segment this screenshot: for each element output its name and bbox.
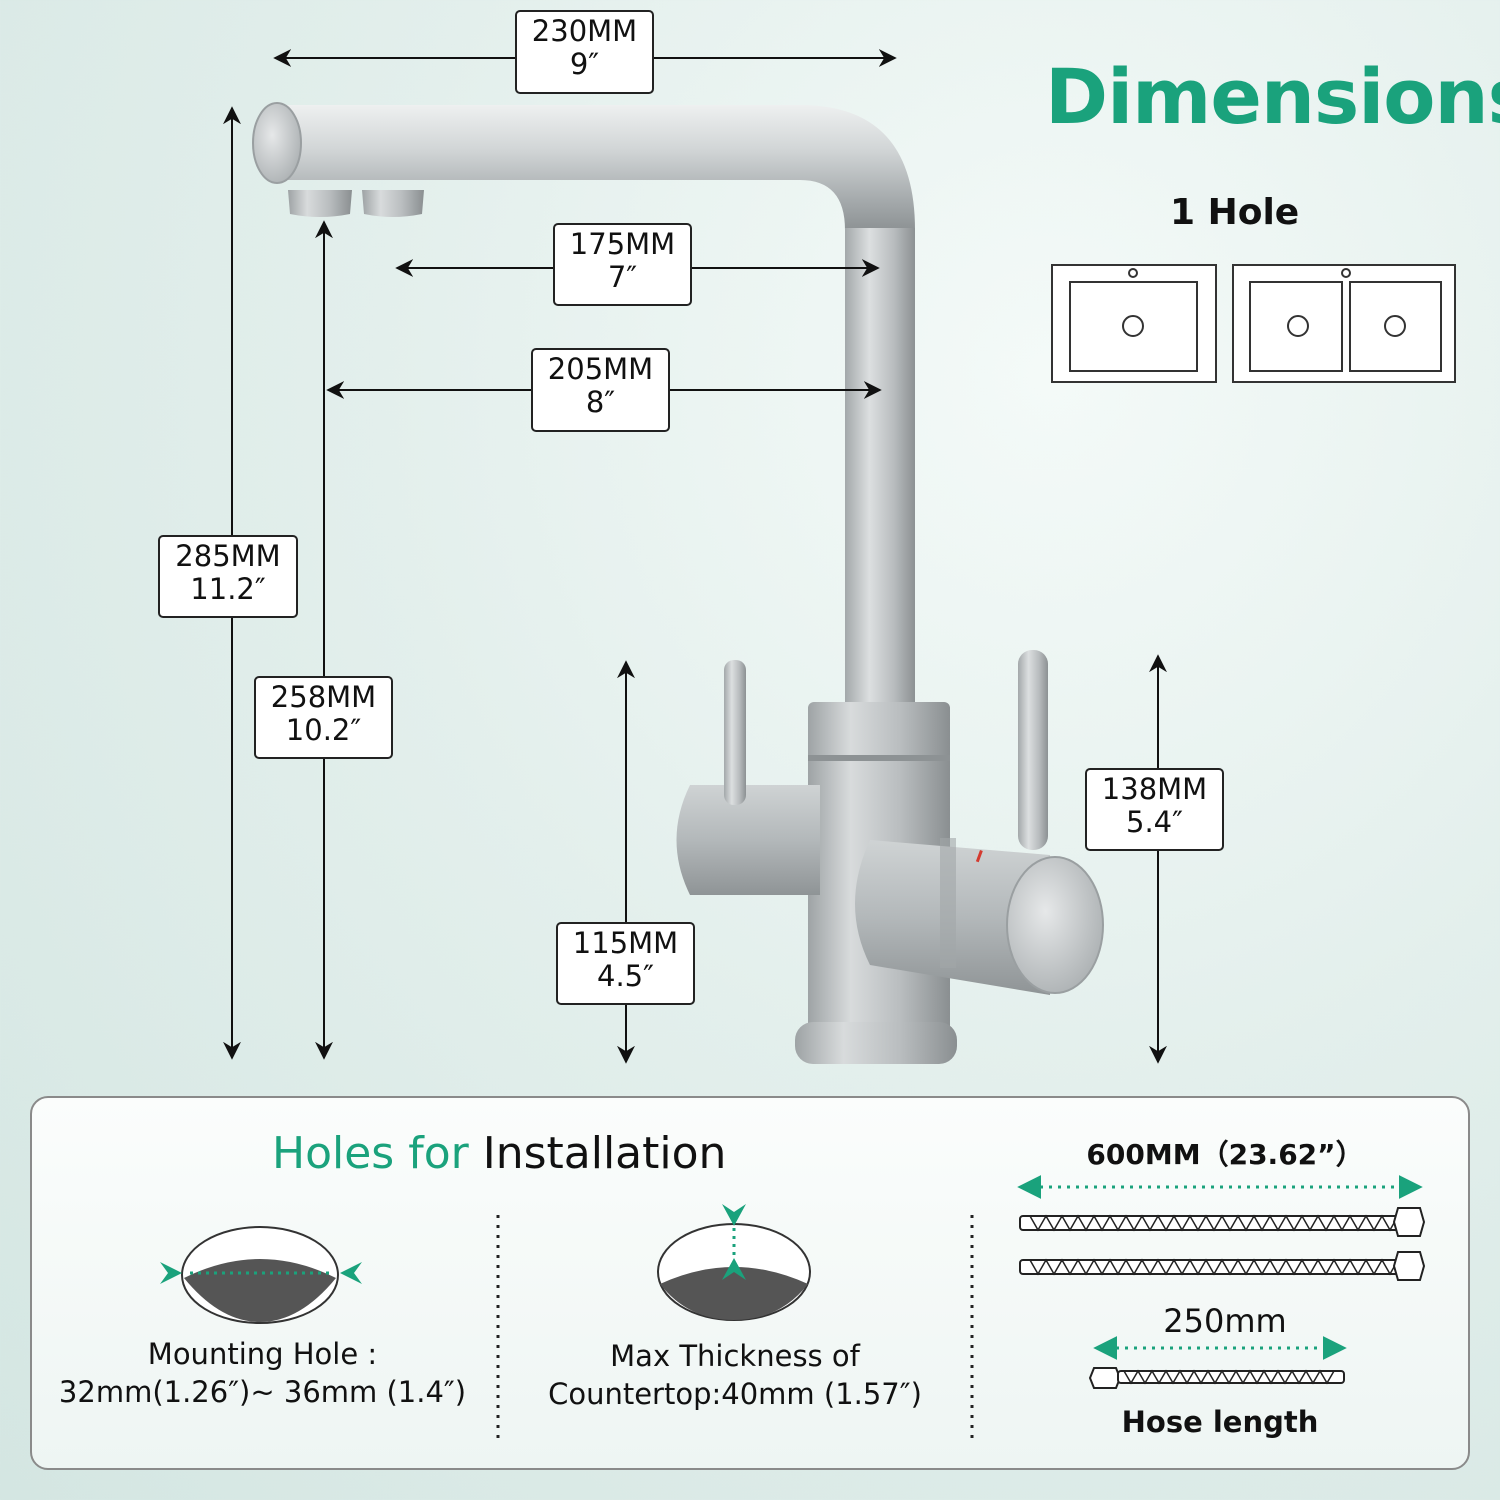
single-sink-icon (1051, 264, 1217, 383)
double-sink-icon (1232, 264, 1456, 383)
short-hose (1088, 1367, 1345, 1389)
hole-count-label: 1 Hole (1170, 192, 1300, 233)
installation-title: Holes for Installation (272, 1128, 726, 1179)
installation-diagrams (160, 1175, 1426, 1445)
left-handle-cylinder (676, 785, 820, 895)
faucet-base (795, 1022, 957, 1064)
mounting-hole-line2: 32mm(1.26″)~ 36mm (1.4″) (58, 1375, 467, 1409)
long-hose-1 (1019, 1207, 1426, 1237)
countertop-line2: Countertop:40mm (1.57″) (548, 1377, 922, 1411)
left-lever (724, 660, 746, 805)
faucet-diagram (223, 49, 1456, 1064)
page-title: Dimensions (1045, 52, 1500, 141)
countertop-caption: Max Thickness of Countertop:40mm (1.57″) (515, 1337, 955, 1413)
installation-title-highlight: Holes for (272, 1128, 469, 1179)
hose-length-label: Hose length (1121, 1405, 1319, 1439)
countertop-thickness-icon (657, 1204, 811, 1321)
installation-title-rest: Installation (482, 1128, 727, 1179)
right-handle-cap (1006, 856, 1104, 994)
right-lever (1018, 650, 1048, 850)
mounting-hole-line1: Mounting Hole : (147, 1337, 378, 1371)
spout-horizontal (275, 105, 915, 230)
aerator-right (362, 190, 424, 217)
mounting-hole-caption: Mounting Hole : 32mm(1.26″)~ 36mm (1.4″) (40, 1335, 485, 1411)
mounting-hole-icon (160, 1226, 362, 1324)
countertop-line1: Max Thickness of (610, 1339, 860, 1373)
aerator-left (288, 190, 352, 217)
spout-end-cap (252, 102, 302, 184)
long-hose-length: 600MM（23.62”） (1086, 1138, 1364, 1171)
short-hose-length: 250mm (1163, 1302, 1287, 1340)
spout-vertical (845, 228, 915, 728)
long-hose-2 (1019, 1251, 1426, 1281)
